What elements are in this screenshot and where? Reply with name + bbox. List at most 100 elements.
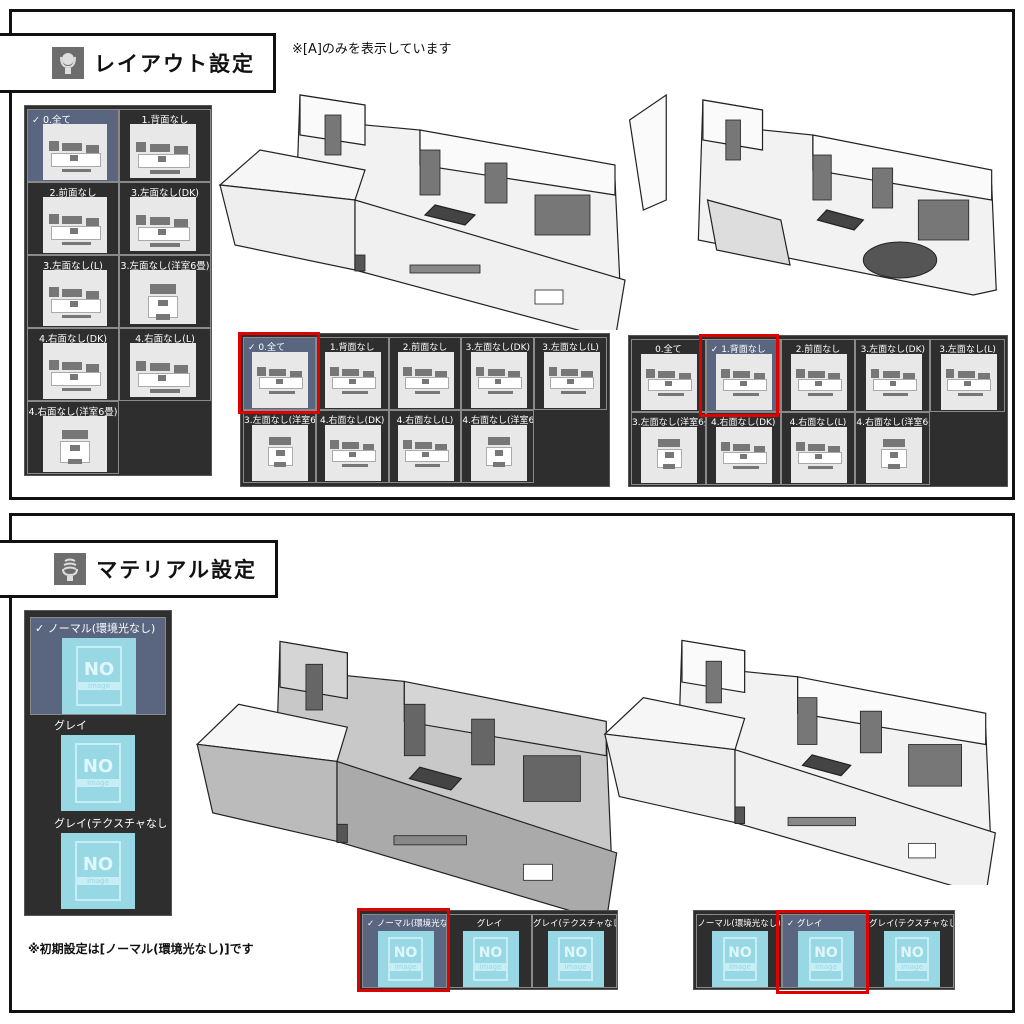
layout-thumbnail [43, 343, 107, 399]
shelf [725, 119, 741, 161]
no-image-text: NO [728, 945, 752, 962]
layout-option[interactable]: 4.右面なし(L) [119, 328, 211, 401]
no-image-sub: image [77, 877, 119, 886]
layout-option[interactable]: 4.右面なし(DK) [705, 412, 781, 485]
layout-thumbnail [397, 425, 454, 481]
closet [917, 199, 970, 241]
layout-option[interactable]: 3.左面なし(L) [930, 339, 1005, 412]
vent [354, 254, 366, 272]
option-label: ノーマル(環境光なし) [697, 919, 781, 929]
door [419, 149, 441, 196]
layout-option[interactable]: 3.左面なし(L) [534, 337, 607, 410]
layout-option[interactable]: ✓ 1.背面なし [705, 339, 781, 412]
layout-option[interactable]: 3.左面なし(洋室6畳) [119, 255, 211, 328]
layout-option[interactable]: 0.全て [631, 339, 706, 412]
layout-option[interactable]: 3.左面なし(洋室6畳) [631, 412, 706, 485]
window [534, 289, 564, 305]
option-label: ✓ ノーマル(環境光なし) [367, 919, 446, 929]
room-model-render [603, 639, 997, 885]
no-image-text: NO [563, 945, 588, 962]
layout-option[interactable]: 4.右面なし(洋室6畳) [855, 412, 931, 485]
door [812, 154, 832, 201]
window [393, 835, 467, 846]
layout-thumbnail [940, 354, 997, 410]
window [523, 863, 553, 881]
layout-option[interactable]: ✓ 0.全て [27, 109, 119, 182]
layout-thumbnail [865, 427, 922, 483]
material-panel-a: ✓ ノーマル(環境光なし)NOimageグレイNOimageグレイ(テクスチャな… [359, 910, 618, 990]
sofa [706, 199, 791, 266]
option-label: 0.全て [655, 345, 682, 355]
layout-option[interactable]: 2.前面なし [388, 337, 462, 410]
option-label: 3.左面なし(洋室6畳) [120, 261, 210, 272]
door [471, 718, 495, 766]
layout-thumbnail [865, 354, 922, 410]
layout-option[interactable]: 3.左面なし(DK) [119, 182, 211, 255]
option-label: グレイ(テクスチャなし) [869, 919, 953, 929]
layout-option[interactable]: 2.前面なし [780, 339, 856, 412]
option-label: 3.左面なし(DK) [860, 345, 926, 355]
door [484, 162, 508, 204]
layout-option[interactable]: 1.背面なし [119, 109, 211, 182]
layout-thumbnail [641, 354, 698, 410]
layout-option[interactable]: 4.右面なし(洋室6畳) [27, 401, 119, 474]
layout-option[interactable]: 3.左面なし(DK) [855, 339, 931, 412]
option-label: グレイ(テクスチャなし) [54, 817, 166, 830]
highlight-box [357, 908, 450, 992]
layout-thumbnail [325, 352, 382, 408]
no-image-sub: image [560, 963, 591, 972]
material-note: ※初期設定は[ノーマル(環境光なし)]です [28, 942, 254, 956]
option-label: 4.右面なし(洋室6畳) [28, 407, 118, 418]
ceiling-fan [408, 766, 463, 791]
layout-option[interactable]: 4.右面なし(L) [388, 410, 462, 483]
no-image-text: NO [814, 945, 838, 962]
window [409, 264, 481, 274]
no-image-sub: image [390, 963, 421, 972]
layout-option[interactable]: 3.左面なし(洋室6畳) [243, 410, 316, 483]
option-label: 2.前面なし [402, 343, 448, 353]
layout-thumbnail [397, 352, 454, 408]
option-label: 1.背面なし [141, 115, 189, 126]
highlight-box [238, 332, 320, 414]
layout-thumbnail [252, 352, 309, 408]
option-label: 3.左面なし(洋室6畳) [244, 416, 315, 426]
layout-option[interactable]: 4.右面なし(DK) [315, 410, 389, 483]
ceiling-fan [423, 204, 477, 226]
layout-option[interactable]: 4.右面なし(L) [780, 412, 856, 485]
layout-option[interactable]: 1.背面なし [315, 337, 389, 410]
layout-option[interactable]: 3.左面なし(DK) [461, 337, 535, 410]
layout-option[interactable]: 4.右面なし(DK) [27, 328, 119, 401]
highlight-box [699, 334, 779, 417]
room-model-render [218, 94, 626, 330]
option-label: ✓ 0.全て [32, 115, 72, 126]
front-wall [196, 743, 338, 843]
layout-option[interactable]: 2.前面なし [27, 182, 119, 255]
room-model-render [195, 640, 618, 910]
layout-option[interactable]: ✓ 0.全て [243, 337, 316, 410]
closet [534, 194, 591, 236]
vent [734, 806, 746, 824]
layout-note: ※[A]のみを表示しています [292, 42, 452, 57]
layout-thumbnail [716, 354, 773, 410]
layout-option[interactable]: 4.右面なし(洋室6畳) [461, 410, 535, 483]
option-label: 3.左面なし(L) [939, 345, 996, 355]
layout-option[interactable]: 3.左面なし(L) [27, 255, 119, 328]
door [859, 710, 882, 754]
layout-thumbnail [325, 425, 382, 481]
shelf [324, 114, 342, 156]
rug [862, 241, 938, 279]
